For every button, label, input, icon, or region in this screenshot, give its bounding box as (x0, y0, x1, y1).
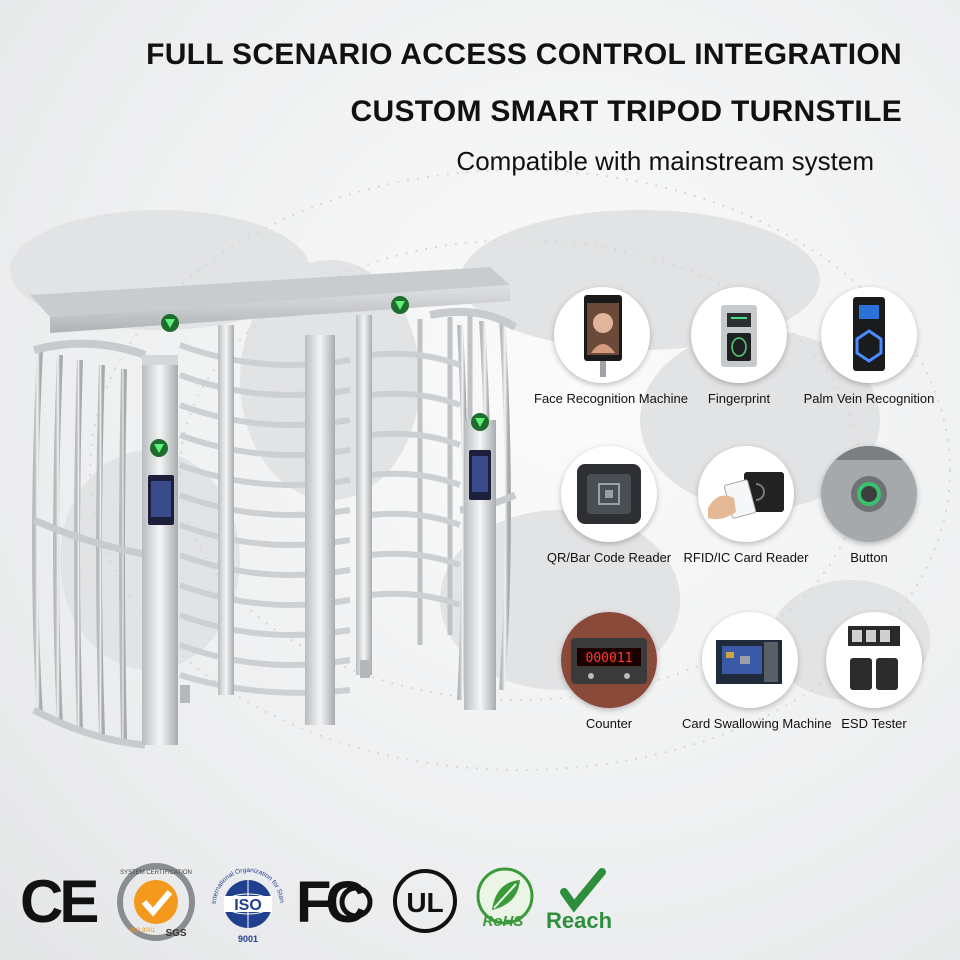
fcc-logo: FC (296, 870, 373, 930)
face-recognition-icon (554, 287, 650, 383)
svg-text:FC: FC (296, 870, 366, 930)
certification-logos: CE SYSTEM CERTIFICATION SGS ISO 9001 Int… (0, 860, 960, 950)
iso-logo: International Organization for Standardi… (208, 860, 285, 944)
ul-logo: UL (393, 869, 457, 933)
device-label: Face Recognition Machine (534, 391, 688, 406)
counter-display: 000011 (586, 651, 633, 666)
palm-vein-icon (821, 287, 917, 383)
page-title-line1: FULL SCENARIO ACCESS CONTROL INTEGRATION (146, 38, 902, 71)
page-subtitle: Compatible with mainstream system (456, 146, 874, 176)
device-rfid-reader: RFID/IC Card Reader (678, 446, 814, 565)
device-label: ESD Tester (841, 716, 907, 731)
device-esd-tester: ESD Tester (806, 612, 942, 731)
device-fingerprint: Fingerprint (671, 287, 807, 406)
svg-text:SYSTEM CERTIFICATION: SYSTEM CERTIFICATION (120, 870, 192, 876)
device-palm-vein: Palm Vein Recognition (801, 287, 937, 406)
device-label: Counter (585, 716, 633, 731)
page-title-line2: CUSTOM SMART TRIPOD TURNSTILE (350, 95, 902, 128)
svg-text:ISO 9001: ISO 9001 (130, 928, 156, 934)
svg-text:9001: 9001 (238, 934, 258, 944)
svg-text:SGS: SGS (165, 928, 186, 939)
device-label: Palm Vein Recognition (803, 391, 935, 406)
device-label: Button (850, 550, 888, 565)
device-label: Fingerprint (707, 391, 771, 406)
rohs-logo: RoHS (476, 867, 534, 930)
counter-icon: 000011 (561, 612, 657, 708)
device-label: Card Swallowing Machine (682, 716, 832, 731)
device-label: RFID/IC Card Reader (683, 550, 809, 565)
rfid-reader-icon (698, 446, 794, 542)
device-counter: 000011 Counter (541, 612, 677, 731)
qr-reader-icon (561, 446, 657, 542)
button-icon (821, 446, 917, 542)
svg-text:Reach: Reach (546, 908, 612, 933)
reach-logo: Reach (546, 868, 612, 933)
device-label: QR/Bar Code Reader (546, 550, 672, 565)
sgs-logo: SYSTEM CERTIFICATION SGS ISO 9001 (117, 863, 195, 941)
card-swallowing-icon (702, 612, 798, 708)
svg-text:ISO: ISO (234, 897, 262, 914)
device-card-swallowing: Card Swallowing Machine (682, 612, 832, 731)
device-button: Button (801, 446, 937, 565)
svg-text:CE: CE (20, 870, 97, 930)
svg-text:UL: UL (406, 887, 443, 918)
fingerprint-icon (691, 287, 787, 383)
turnstile-illustration (30, 267, 518, 749)
svg-text:RoHS: RoHS (483, 913, 524, 930)
device-face-recognition: Face Recognition Machine (534, 287, 688, 406)
device-qr-reader: QR/Bar Code Reader (541, 446, 677, 565)
esd-tester-icon (826, 612, 922, 708)
ce-logo: CE (20, 870, 101, 930)
